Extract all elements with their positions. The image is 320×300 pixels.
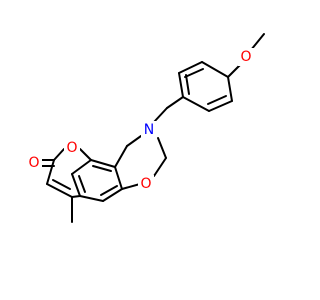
bond-aryl-4 [178,72,184,98]
bond-aryl-3 [182,96,210,112]
bond-methyl-omethoxy [250,33,265,51]
molecule-structure: O N O O O [26,33,265,223]
bond-benz-inner-1 [100,185,118,196]
bond-o-ar [121,183,141,190]
bond-aryl-inner-1 [207,95,227,105]
label-bg-o-oxazine [138,175,154,193]
bond-o-c2 [53,148,65,161]
bond-benz-5 [71,159,92,175]
bond-benz-1 [114,166,123,190]
bond-aryl-2 [208,100,233,112]
bond-aryl-inner-3 [185,74,190,95]
atom-o-methoxy: O [240,49,251,65]
atom-o-oxazine: O [140,176,151,192]
label-bg-o-carbonyl [26,154,42,172]
bond-aryl-6 [201,61,229,78]
label-bg-o-pyranone [64,139,80,157]
bond-benz-2 [102,188,123,202]
bond-c3-c4-inner [52,179,71,190]
bond-set [40,33,265,223]
atom-o-carbonyl: O [28,155,39,171]
bond-aryl-inner-2 [184,68,204,78]
bond-benz-3 [79,195,104,202]
atom-n-ring: N [144,122,154,138]
bond-aryl-ch2 [166,96,184,109]
bond-ch2-n [153,107,168,123]
bond-c3-c4 [46,183,73,198]
atom-labels: O N O O O [26,48,254,193]
bond-ch2-o [153,157,167,177]
label-bg-omethoxy [238,48,254,66]
bond-benz-inner-3 [92,165,112,172]
bond-c4-c4a [71,195,81,198]
atom-o-pyranone: O [66,140,77,156]
bond-c2-c3 [46,159,55,185]
bond-benz-inner-2 [78,175,86,193]
bond-benz-6 [90,159,116,168]
bond-n-ch2-left [126,135,142,147]
bond-n-ch2-right [157,137,167,159]
label-bg-n [141,121,157,139]
bond-aryl-1 [227,76,233,102]
bond-aryl-5 [178,61,203,74]
bond-ch2-ar [114,145,128,168]
bond-benz-4 [71,173,81,197]
bond-ar-o-pyranone [79,148,92,161]
